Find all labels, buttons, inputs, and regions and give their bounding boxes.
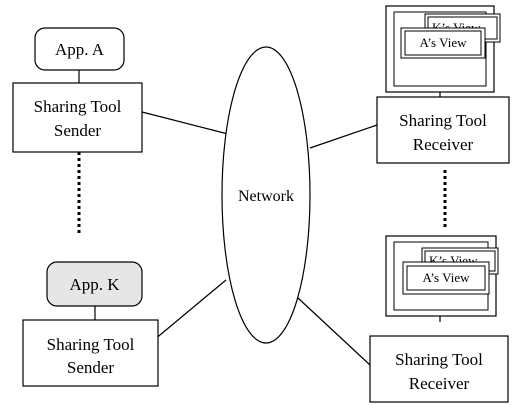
window-a-inner-top <box>404 30 482 56</box>
app-k-box <box>46 261 143 307</box>
app-a-label: App. A <box>55 40 105 59</box>
monitor-top: K’s View A’s View <box>385 5 501 93</box>
receiver-bottom-line2: Receiver <box>409 374 470 393</box>
receiver-bottom-box <box>369 335 509 403</box>
receiver-bottom-line1: Sharing Tool <box>395 350 483 369</box>
sender-bottom-line1: Sharing Tool <box>47 335 135 354</box>
network-to-receiver-bottom-line <box>297 297 371 366</box>
sender-top-line2: Sender <box>54 121 102 140</box>
receiver-top-line2: Receiver <box>413 135 474 154</box>
sender-bottom-to-network-line <box>147 279 227 346</box>
network-label: Network <box>238 188 294 205</box>
network-ellipse <box>221 46 311 344</box>
app-k-label: App. K <box>69 275 120 294</box>
sender-top-to-network-line <box>141 111 229 135</box>
receiver-top-box <box>376 96 510 164</box>
receiver-top-line1: Sharing Tool <box>399 111 487 130</box>
sender-bottom-line2: Sender <box>67 358 115 377</box>
app-a-box <box>34 27 125 71</box>
connection-lines <box>77 70 447 366</box>
sender-top-box <box>12 82 143 153</box>
window-a-inner-bottom <box>406 265 486 291</box>
sender-top-line1: Sharing Tool <box>34 97 122 116</box>
network-to-receiver-top-line <box>309 124 378 149</box>
sender-bottom-box <box>22 319 159 387</box>
window-a-label-bottom: A’s View <box>422 270 470 285</box>
monitor-bottom: K’s View A’s View <box>385 235 499 317</box>
window-a-label-top: A’s View <box>419 35 467 50</box>
